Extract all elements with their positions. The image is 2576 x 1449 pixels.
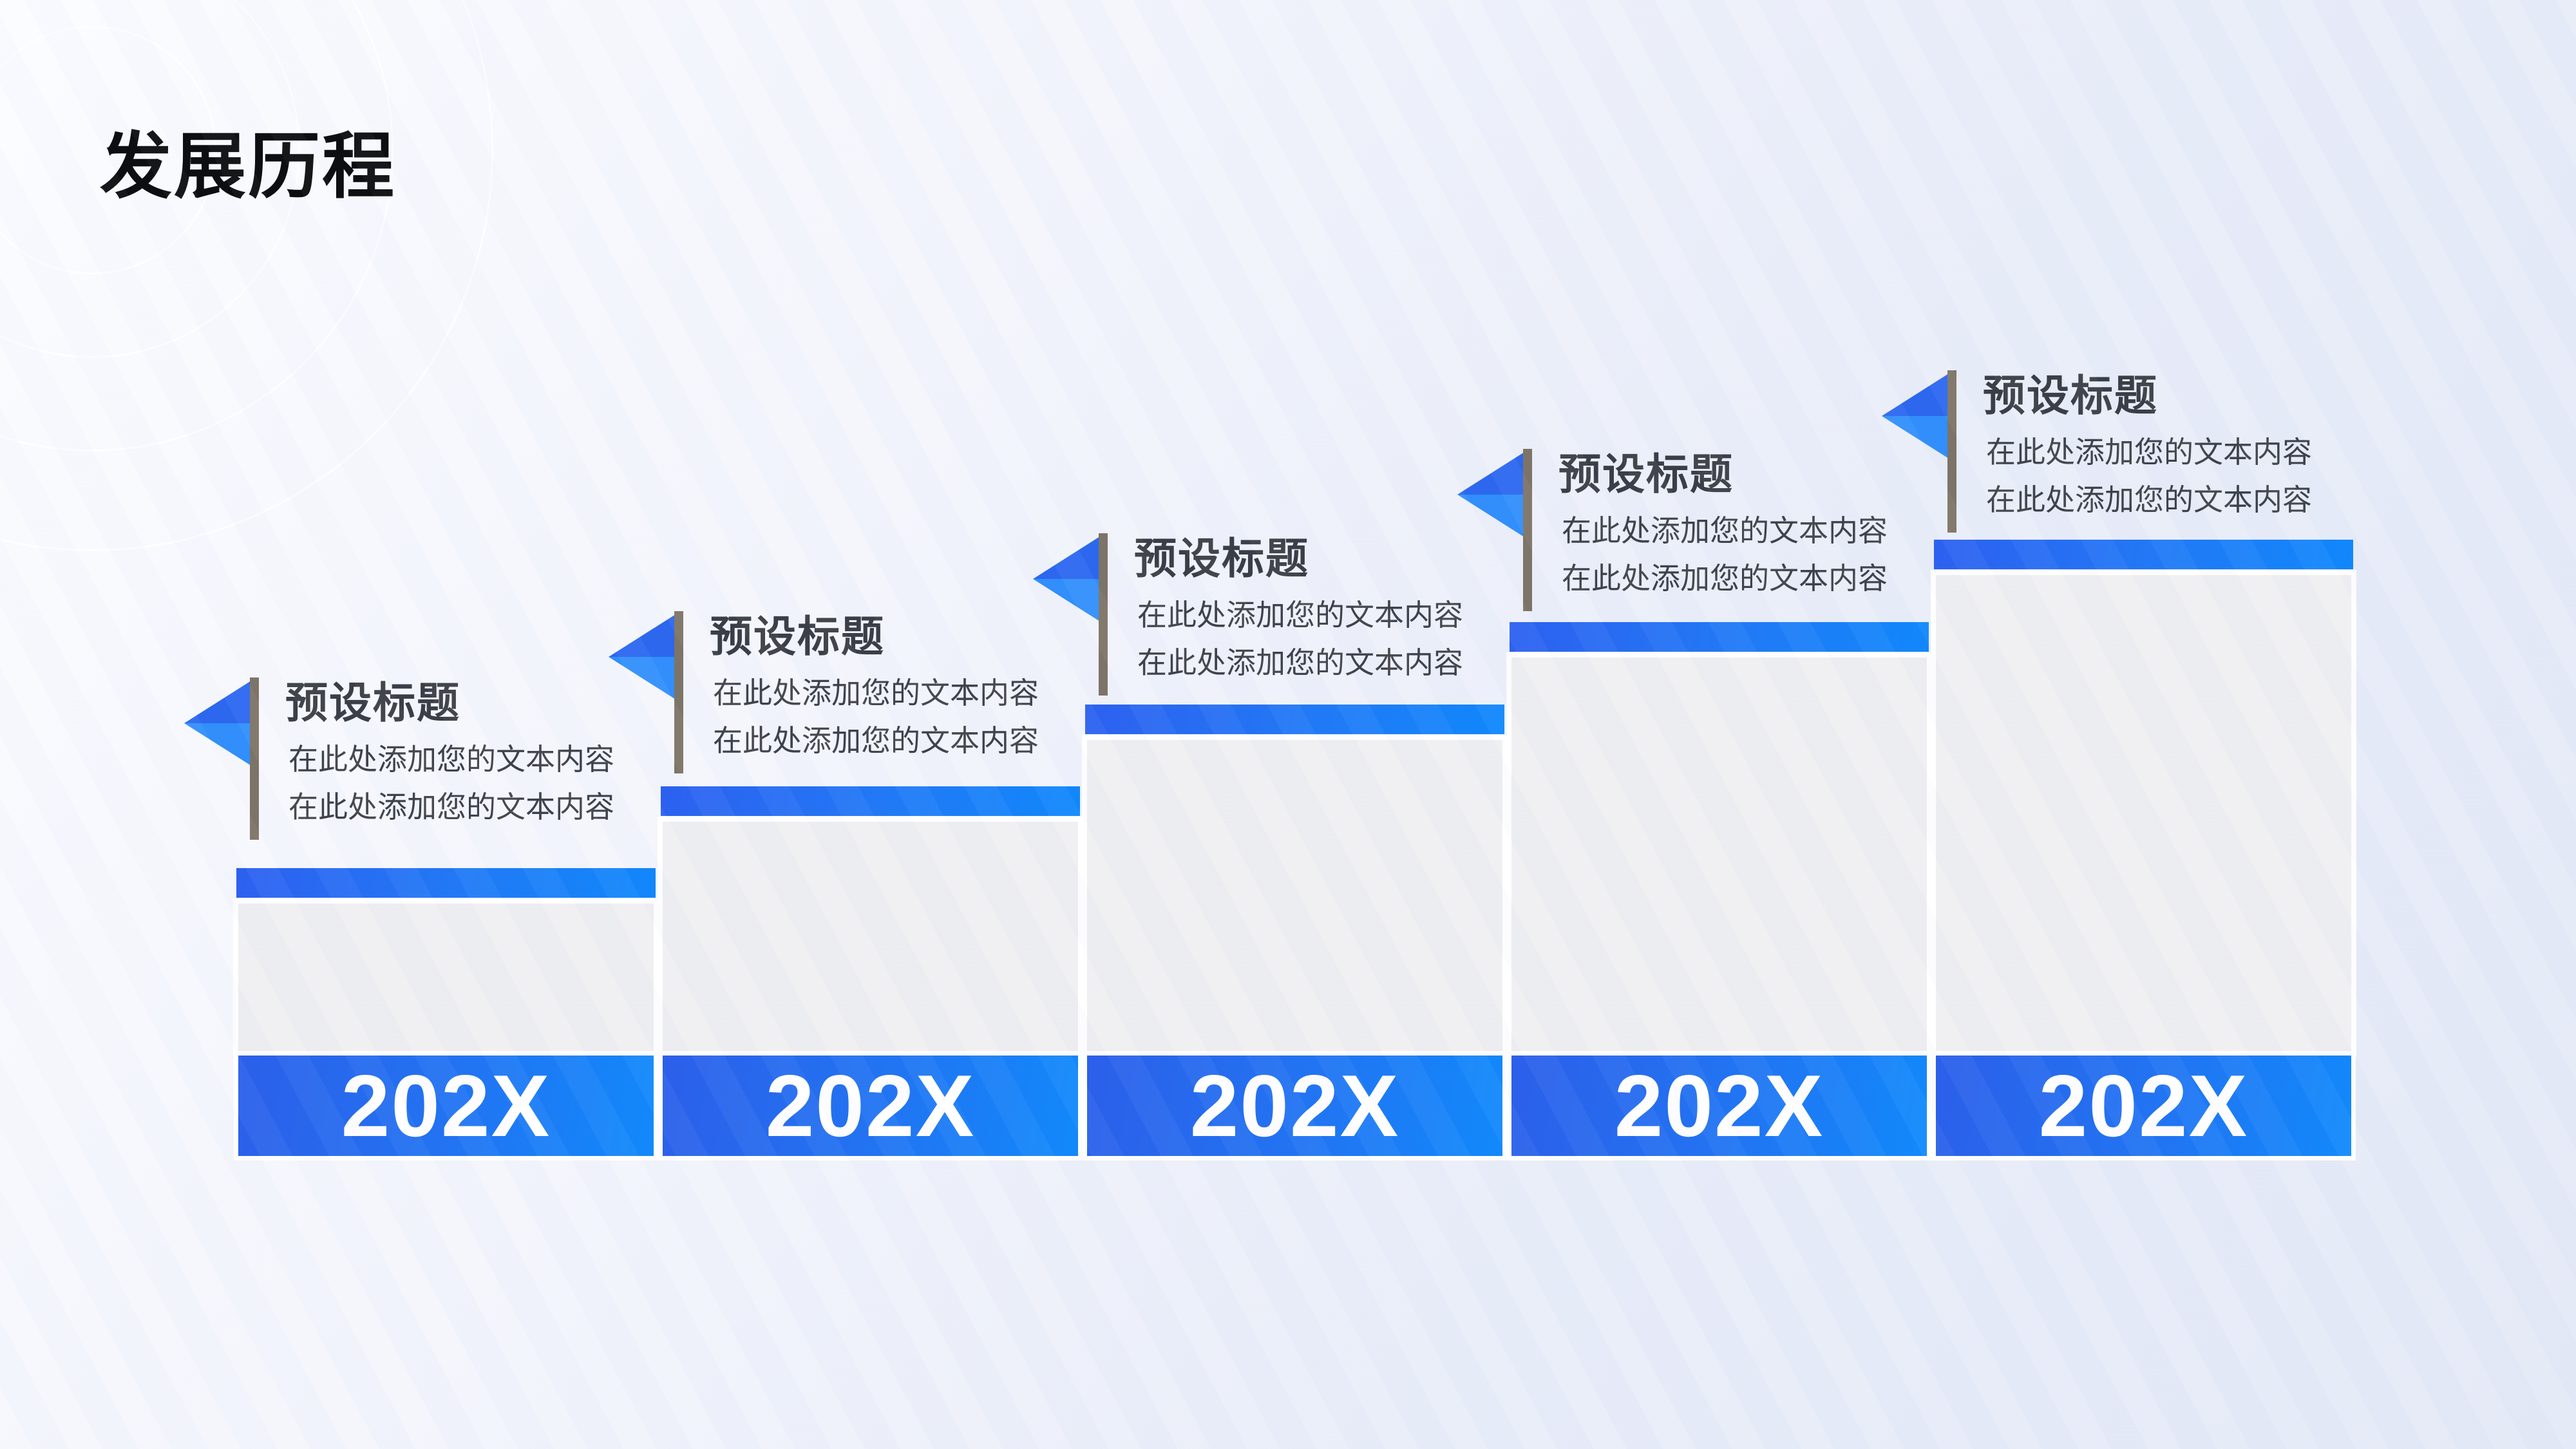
- flag-pennant-top: [1882, 374, 1949, 416]
- year-band: 202X: [238, 1056, 654, 1156]
- milestone-body-line: 在此处添加您的文本内容: [1986, 483, 2312, 516]
- step-cap-bar: [236, 868, 656, 898]
- milestone-body-line: 在此处添加您的文本内容: [1562, 562, 1888, 595]
- milestone-body-line: 在此处添加您的文本内容: [713, 724, 1039, 757]
- flag-pennant-top: [1033, 536, 1100, 579]
- milestone-title: 预设标题: [285, 679, 460, 726]
- year-label: 202X: [765, 1057, 976, 1155]
- step-cap-bar: [1085, 705, 1504, 734]
- flag-icon: [1457, 452, 1524, 537]
- flag-pennant-top: [184, 681, 251, 723]
- milestone-body-line: 在此处添加您的文本内容: [1986, 435, 2312, 469]
- milestone-body-line: 在此处添加您的文本内容: [713, 676, 1039, 710]
- flag-pole: [1947, 370, 1956, 533]
- flag-pennant-top: [1457, 452, 1524, 495]
- milestone-body-line: 在此处添加您的文本内容: [289, 743, 614, 776]
- step-cap-bar: [1510, 622, 1929, 652]
- milestone-body: 在此处添加您的文本内容 在此处添加您的文本内容: [1986, 428, 2312, 524]
- flag-pennant-bottom: [609, 657, 676, 699]
- flag-pole: [1099, 533, 1108, 696]
- year-band: 202X: [1511, 1056, 1927, 1156]
- milestone-title: 预设标题: [710, 612, 885, 660]
- flag-pennant-bottom: [1457, 495, 1524, 537]
- milestone-body-line: 在此处添加您的文本内容: [1137, 646, 1463, 679]
- milestone-body-line: 在此处添加您的文本内容: [1562, 514, 1888, 547]
- flag-pennant-bottom: [184, 723, 251, 766]
- step-panel: [1511, 658, 1927, 1051]
- flag-pennant-top: [609, 614, 676, 657]
- background-arc: [0, 0, 493, 551]
- year-band: 202X: [1087, 1056, 1502, 1156]
- flag-icon: [1882, 374, 1949, 459]
- milestone-body: 在此处添加您的文本内容 在此处添加您的文本内容: [1562, 507, 1888, 602]
- milestone-body: 在此处添加您的文本内容 在此处添加您的文本内容: [1137, 591, 1463, 687]
- milestone-title: 预设标题: [1983, 372, 2158, 419]
- step-panel: [1087, 740, 1502, 1051]
- step-cap-bar: [661, 786, 1080, 816]
- milestone-title: 预设标题: [1134, 535, 1309, 582]
- year-label: 202X: [1189, 1057, 1400, 1155]
- flag-icon: [1033, 536, 1100, 621]
- flag-pennant-bottom: [1033, 579, 1100, 621]
- flag-icon: [609, 614, 676, 699]
- year-band: 202X: [663, 1056, 1078, 1156]
- year-label: 202X: [2038, 1057, 2249, 1155]
- step-panel: [663, 822, 1078, 1051]
- milestone-body: 在此处添加您的文本内容 在此处添加您的文本内容: [713, 669, 1039, 764]
- flag-pole: [674, 611, 683, 773]
- year-band: 202X: [1936, 1056, 2351, 1156]
- flag-pole: [1523, 449, 1532, 611]
- step-cap-bar: [1934, 540, 2353, 569]
- milestone-body-line: 在此处添加您的文本内容: [289, 790, 614, 824]
- milestone-body: 在此处添加您的文本内容 在此处添加您的文本内容: [289, 735, 614, 831]
- page-title: 发展历程: [100, 126, 396, 207]
- year-label: 202X: [341, 1057, 551, 1155]
- flag-pole: [250, 677, 259, 840]
- year-label: 202X: [1614, 1057, 1824, 1155]
- milestone-title: 预设标题: [1558, 450, 1734, 498]
- step-panel: [1936, 575, 2351, 1051]
- flag-pennant-bottom: [1882, 416, 1949, 459]
- flag-icon: [184, 681, 251, 766]
- milestone-body-line: 在此处添加您的文本内容: [1137, 598, 1463, 632]
- step-panel: [238, 904, 654, 1051]
